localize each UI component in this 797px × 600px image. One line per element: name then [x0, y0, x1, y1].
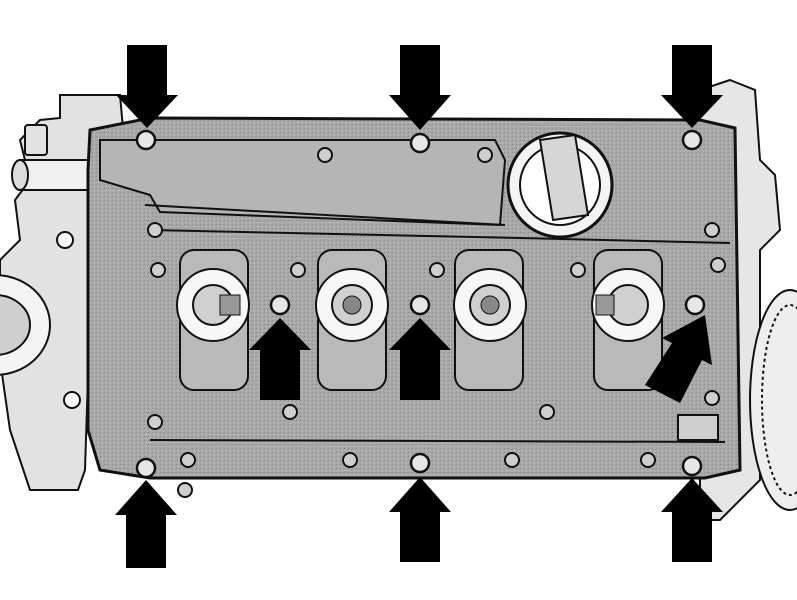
- arrow-up-icon: [249, 318, 311, 400]
- spark-plug-well-icon: [591, 249, 665, 391]
- arrow-up-icon: [661, 478, 723, 562]
- breather-pipe: [11, 159, 91, 191]
- bolt-icon: [684, 294, 706, 316]
- arrow-down-icon: [116, 45, 178, 128]
- bolt-icon: [409, 132, 431, 154]
- arrow-up-icon: [389, 477, 451, 562]
- bolt-icon: [409, 294, 431, 316]
- marked-bolts: [135, 129, 706, 479]
- arrows: [115, 45, 723, 568]
- oil-filler-cap-icon: [506, 131, 614, 239]
- spark-plug-well-icon: [453, 249, 527, 391]
- arrow-down-icon: [661, 45, 723, 128]
- spark-plug-well-icon: [315, 249, 389, 391]
- secondary-bosses: [147, 147, 726, 498]
- arrow-down-icon: [389, 45, 451, 130]
- arrow-up-icon: [389, 318, 451, 400]
- bolt-icon: [135, 457, 157, 479]
- bolt-icon: [269, 294, 291, 316]
- bolt-icon: [681, 455, 703, 477]
- bolt-icon: [681, 129, 703, 151]
- arrow-up-icon: [115, 480, 177, 568]
- spark-plug-wells: [176, 249, 665, 391]
- arrow-diagonal-icon: [645, 315, 712, 403]
- spark-plug-well-icon: [176, 249, 250, 391]
- bolt-icon: [135, 129, 157, 151]
- bolt-icon: [409, 452, 431, 474]
